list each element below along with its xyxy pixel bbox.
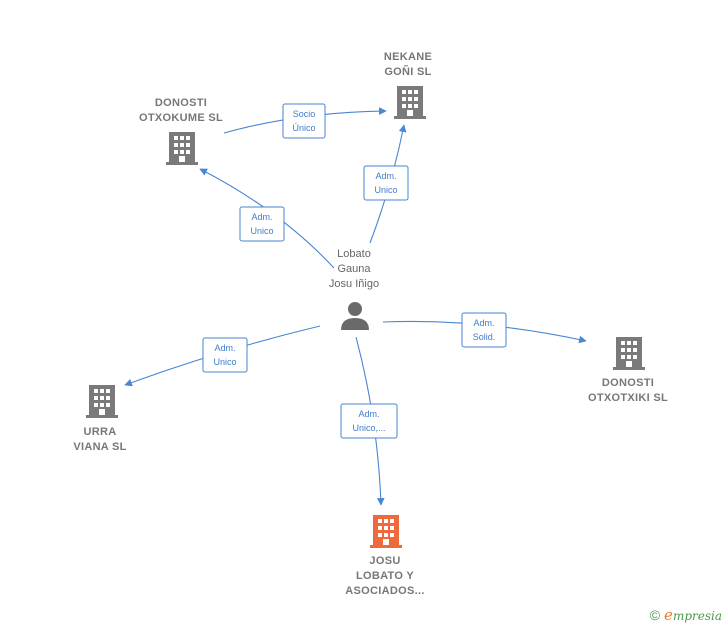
svg-text:Solid.: Solid. [473, 332, 496, 342]
svg-text:Unico: Unico [250, 226, 273, 236]
svg-text:Unico: Unico [374, 185, 397, 195]
svg-text:Adm.: Adm. [251, 212, 272, 222]
person-icon[interactable] [341, 302, 369, 330]
node-label-nekane[interactable]: NEKANE GOÑI SL [383, 51, 433, 78]
node-label-urra[interactable]: URRA VIANA SL [73, 426, 127, 453]
edge-label-adm-otxokume: Adm. Unico [239, 206, 285, 242]
copyright-symbol: © [649, 607, 661, 623]
building-icon[interactable] [166, 132, 198, 165]
svg-text:Socio: Socio [293, 109, 316, 119]
svg-text:Adm.: Adm. [214, 343, 235, 353]
building-icon[interactable] [394, 86, 426, 119]
building-icon[interactable] [613, 337, 645, 370]
person-label[interactable]: Lobato Gauna Josu Iñigo [328, 248, 380, 290]
node-label-josu[interactable]: JOSU LOBATO Y ASOCIADOS... [345, 555, 425, 597]
svg-text:Adm.: Adm. [358, 409, 379, 419]
svg-text:Adm.: Adm. [375, 171, 396, 181]
node-label-otxotxiki[interactable]: DONOSTI OTXOTXIKI SL [588, 377, 668, 404]
svg-text:Unico: Unico [213, 357, 236, 367]
edge-label-adm-otxotxiki: Adm. Solid. [461, 312, 507, 348]
edge-label-adm-josu: Adm. Unico,... [340, 403, 398, 439]
edge-label-adm-urra: Adm. Unico [202, 337, 248, 373]
building-icon-highlight[interactable] [370, 515, 402, 548]
svg-text:Unico,...: Unico,... [352, 423, 385, 433]
svg-text:Adm.: Adm. [473, 318, 494, 328]
edge-label-adm-nekane: Adm. Unico [363, 165, 409, 201]
brand-logo: empresia [664, 606, 722, 624]
footer-brand: © empresia [650, 606, 722, 624]
svg-text:Único: Único [292, 123, 315, 133]
node-label-otxokume[interactable]: DONOSTI OTXOKUME SL [139, 97, 223, 124]
edge-label-socio: Socio Único [282, 103, 326, 139]
building-icon[interactable] [86, 385, 118, 418]
